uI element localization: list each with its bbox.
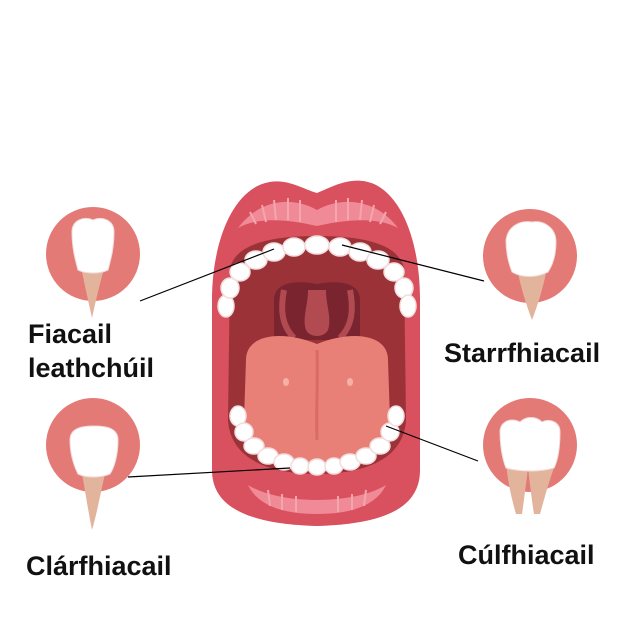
premolar-crown [71,218,115,274]
leader-lines [127,244,485,478]
upper-lip-lines [249,198,387,225]
tongue-highlight-left [283,378,289,386]
upper-teeth [217,235,417,318]
incisor-label: Clárfhiacail [26,551,172,581]
molar-crown [499,417,561,472]
canine-tooth-figure [483,209,577,320]
molar-label: Cúlfhiacail [458,540,595,570]
incisor-root [80,462,108,530]
canine-label: Starrfhiacail [444,338,601,368]
uvula [304,290,330,336]
premolar-label: Fiacail leathchúil [28,317,154,385]
lower-teeth [229,405,405,476]
upper-lip-highlight [238,201,398,228]
premolar-root [80,262,106,318]
palate-arch-left [279,289,297,341]
incisor-tooth-figure [46,398,140,530]
molar-leader-line [385,425,479,462]
premolar-label-line1: Fiacail [28,319,113,349]
premolar-tooth-figure [46,207,140,318]
canine-crown [505,221,557,277]
lower-lip-lines [267,489,367,512]
molar-roots [506,462,556,514]
tongue-center-line [315,349,319,441]
premolar-label-line2: leathchúil [28,353,155,383]
incisor-crown [69,425,119,478]
palate-arch-right [337,289,355,341]
tongue-highlight-right [347,378,353,386]
molar-tooth-figure [483,398,577,514]
mouth-illustration [212,180,420,527]
incisor-leader-line [127,467,291,478]
premolar-leader-line [139,248,275,302]
canine-leader-line [341,244,485,282]
